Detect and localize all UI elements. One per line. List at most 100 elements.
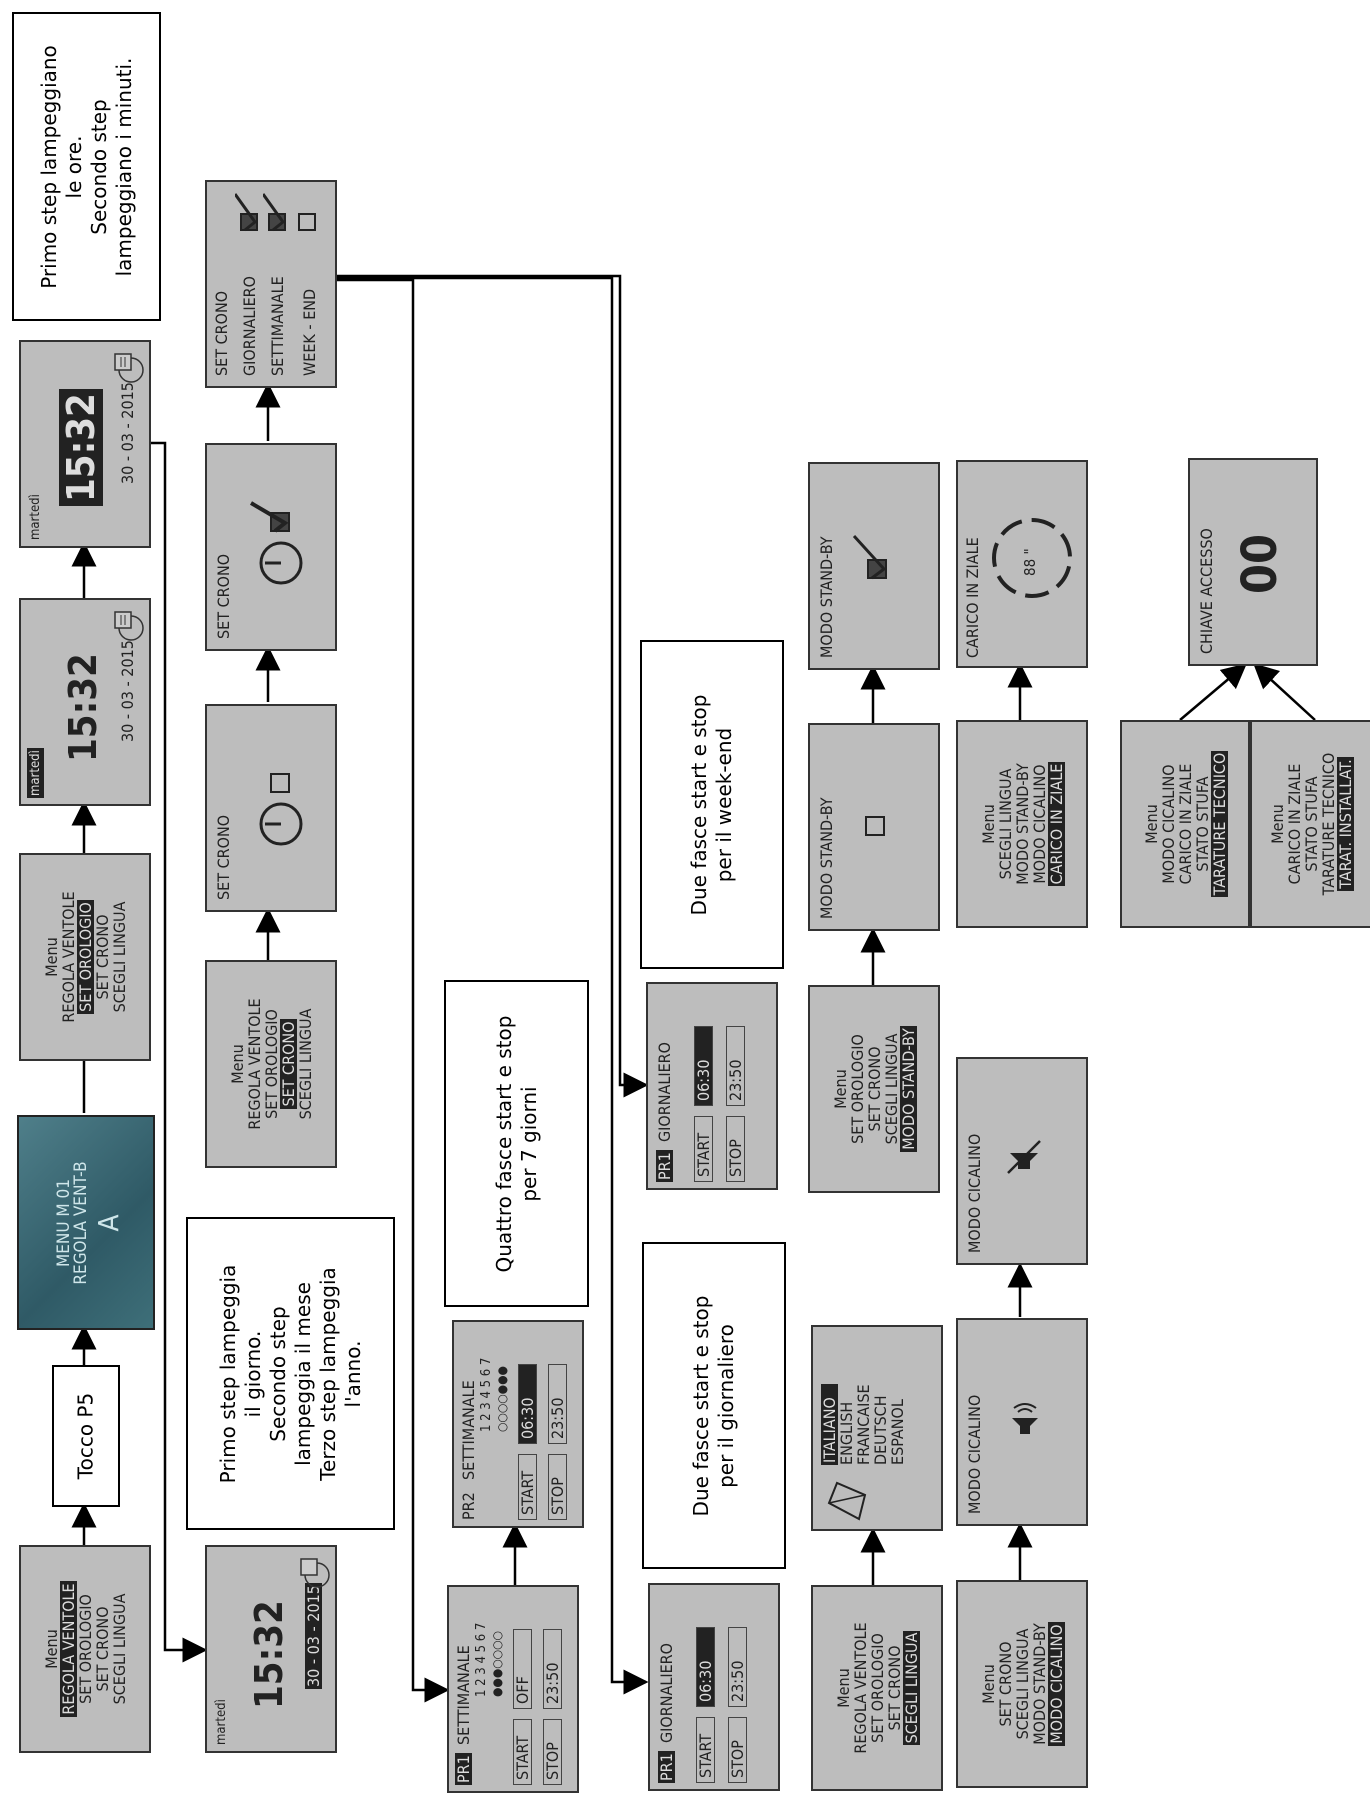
stopwatch-checked-icon [249, 501, 303, 585]
stop-value[interactable]: 23:50 [543, 1629, 562, 1709]
menu-title: Menu [41, 937, 61, 977]
program-pr1: PR1 [655, 1150, 674, 1182]
language-item[interactable]: DEUTSCH [871, 1395, 890, 1465]
menu-item-scegli-lingua[interactable]: SCEGLI LINGUA [1012, 1628, 1032, 1740]
note-line: per 7 giorni [516, 1085, 541, 1202]
menu-title: Menu [830, 1069, 850, 1109]
option-week-end[interactable]: WEEK - END [300, 288, 319, 376]
menu-item-modo-standby[interactable]: MODO STAND-BY [898, 1026, 918, 1152]
option-giornaliero[interactable]: GIORNALIERO [240, 275, 259, 376]
menu-item-carico-iniziale[interactable]: CARICO IN ZIALE [1175, 763, 1195, 885]
stop-value[interactable]: 23:50 [548, 1364, 567, 1444]
stop-value[interactable]: 23:50 [726, 1026, 745, 1106]
check-icon [852, 534, 887, 580]
clock-day: martedì [28, 494, 43, 540]
note-due-fasce-giornaliero: Due fasce start e stop per il giornalier… [642, 1242, 786, 1569]
menu-item-set-orologio[interactable]: SET OROLOGIO [75, 1594, 95, 1704]
menu-item-modo-standby[interactable]: MODO STAND-BY [1029, 1623, 1049, 1745]
menu-item-set-orologio[interactable]: SET OROLOGIO [847, 1034, 867, 1144]
clock-screen-2: martedì 15:32 30 - 03 - 2015 [19, 340, 151, 548]
calendar-clock-icon [114, 611, 144, 641]
standby-unchecked-screen: MODO STAND-BY [808, 723, 940, 931]
menu-item-modo-cicalino[interactable]: MODO CICALINO [1158, 764, 1178, 884]
menu-regola-ventole-screen: Menu REGOLA VENTOLE SET OROLOGIO SET CRO… [19, 1545, 151, 1753]
menu-title: Menu [41, 1629, 61, 1669]
tocco-p5-note: Tocco P5 [52, 1365, 120, 1507]
countdown-ring-icon [992, 518, 1072, 598]
language-item[interactable]: FRANCAISE [854, 1384, 873, 1465]
set-crono-title: SET CRONO [214, 814, 233, 900]
clock-time: 15:32 [61, 653, 105, 762]
start-value[interactable]: 06:30 [696, 1627, 715, 1707]
cicalino-on-screen: MODO CICALINO [956, 1318, 1088, 1526]
menu-item-regola-ventole[interactable]: REGOLA VENTOLE [58, 1581, 78, 1717]
program-pr1: PR1 [454, 1753, 473, 1785]
calendar-clock-icon [300, 1558, 330, 1588]
menu-item-set-crono[interactable]: SET CRONO [92, 914, 112, 1000]
menu-item-modo-cicalino[interactable]: MODO CICALINO [1046, 1622, 1066, 1746]
menu-item-set-crono[interactable]: SET CRONO [884, 1645, 904, 1731]
menu-item-scegli-lingua[interactable]: SCEGLI LINGUA [901, 1630, 921, 1746]
menu-item-stato-stufa[interactable]: STATO STUFA [1192, 776, 1212, 872]
menu-item-set-orologio[interactable]: SET OROLOGIO [75, 900, 95, 1014]
menu-title: Menu [978, 1664, 998, 1704]
note-line: Terzo step lampeggia [315, 1266, 340, 1481]
menu-item-set-crono[interactable]: SET CRONO [278, 1019, 298, 1109]
chiave-accesso-screen: CHIAVE ACCESSO 00 [1188, 458, 1318, 666]
menu-item-regola-ventole[interactable]: REGOLA VENTOLE [58, 891, 78, 1023]
menu-item-set-orologio[interactable]: SET OROLOGIO [867, 1633, 887, 1743]
menu-item-carico-iniziale[interactable]: CARICO IN ZIALE [1046, 761, 1066, 887]
menu-item-set-orologio[interactable]: SET OROLOGIO [261, 1009, 281, 1119]
chiave-value[interactable]: 00 [1232, 533, 1288, 594]
set-crono-unchecked-screen: SET CRONO [205, 704, 337, 912]
language-item[interactable]: ESPANOL [888, 1399, 907, 1465]
menu-item-modo-standby[interactable]: MODO STAND-BY [1012, 763, 1032, 885]
menu-item-scegli-lingua[interactable]: SCEGLI LINGUA [295, 1008, 315, 1120]
stop-label: STOP [548, 1454, 567, 1520]
pr1-settimanale-screen: PR1 SETTIMANALE 1 2 3 4 5 6 7 ●●●○○○○ ST… [447, 1585, 579, 1793]
note-line: Quattro fasce start e stop [491, 1015, 516, 1272]
note-line: per il week-end [712, 727, 736, 882]
stopwatch-unchecked-icon [259, 773, 303, 846]
language-item[interactable]: ITALIANO [820, 1384, 839, 1465]
calendar-clock-icon [114, 353, 144, 383]
note-line: Secondo step [265, 1305, 290, 1442]
menu-item-set-crono[interactable]: SET CRONO [864, 1046, 884, 1132]
language-item[interactable]: ENGLISH [837, 1401, 856, 1465]
menu-item-set-crono[interactable]: SET CRONO [995, 1641, 1015, 1727]
start-value[interactable]: 06:30 [518, 1364, 537, 1444]
menu-item-scegli-lingua[interactable]: SCEGLI LINGUA [881, 1033, 901, 1145]
menu-item-tarature-tecnico[interactable]: TARATURE TECNICO [1318, 752, 1338, 896]
menu-title: Menu [1267, 804, 1287, 844]
carico-title: CARICO IN ZIALE [963, 537, 982, 658]
note-quattro-fasce: Quattro fasce start e stop per 7 giorni [444, 980, 589, 1307]
start-label: START [513, 1719, 532, 1785]
menu-item-tarature-tecnico[interactable]: TARATURE TECNICO [1209, 750, 1229, 898]
menu-item-scegli-lingua[interactable]: SCEGLI LINGUA [109, 901, 129, 1013]
menu-title: Menu [833, 1668, 853, 1708]
start-value[interactable]: OFF [513, 1629, 532, 1709]
photo-line2: REGOLA VENT-B [70, 1160, 91, 1285]
speaker-on-icon [1012, 1403, 1038, 1434]
menu-item-carico-iniziale[interactable]: CARICO IN ZIALE [1284, 763, 1304, 885]
menu-item-modo-cicalino[interactable]: MODO CICALINO [1029, 764, 1049, 884]
menu-item-tarat-installat[interactable]: TARAT. INSTALLAT. [1335, 757, 1355, 891]
menu-item-scegli-lingua[interactable]: SCEGLI LINGUA [109, 1593, 129, 1705]
start-value[interactable]: 06:30 [694, 1026, 713, 1106]
stop-value[interactable]: 23:50 [728, 1627, 747, 1707]
menu-item-set-crono[interactable]: SET CRONO [92, 1606, 112, 1692]
arrow-to-weekend [333, 274, 649, 1098]
standby-title: MODO STAND-BY [817, 797, 836, 919]
menu-item-scegli-lingua[interactable]: SCEGLI LINGUA [995, 768, 1015, 880]
menu-carico-iniziale-screen: Menu SCEGLI LINGUA MODO STAND-BY MODO CI… [956, 720, 1088, 928]
option-settimanale[interactable]: SETTIMANALE [268, 276, 287, 376]
menu-item-stato-stufa[interactable]: STATO STUFA [1301, 776, 1321, 872]
standby-checked-screen: MODO STAND-BY [808, 462, 940, 670]
menu-item-regola-ventole[interactable]: REGOLA VENTOLE [244, 998, 264, 1130]
menu-item-regola-ventole[interactable]: REGOLA VENTOLE [850, 1622, 870, 1754]
note-line: Due fasce start e stop [687, 694, 711, 915]
days-dots: ○○○○●●● [495, 1366, 509, 1432]
clock-day: martedì [27, 748, 44, 798]
